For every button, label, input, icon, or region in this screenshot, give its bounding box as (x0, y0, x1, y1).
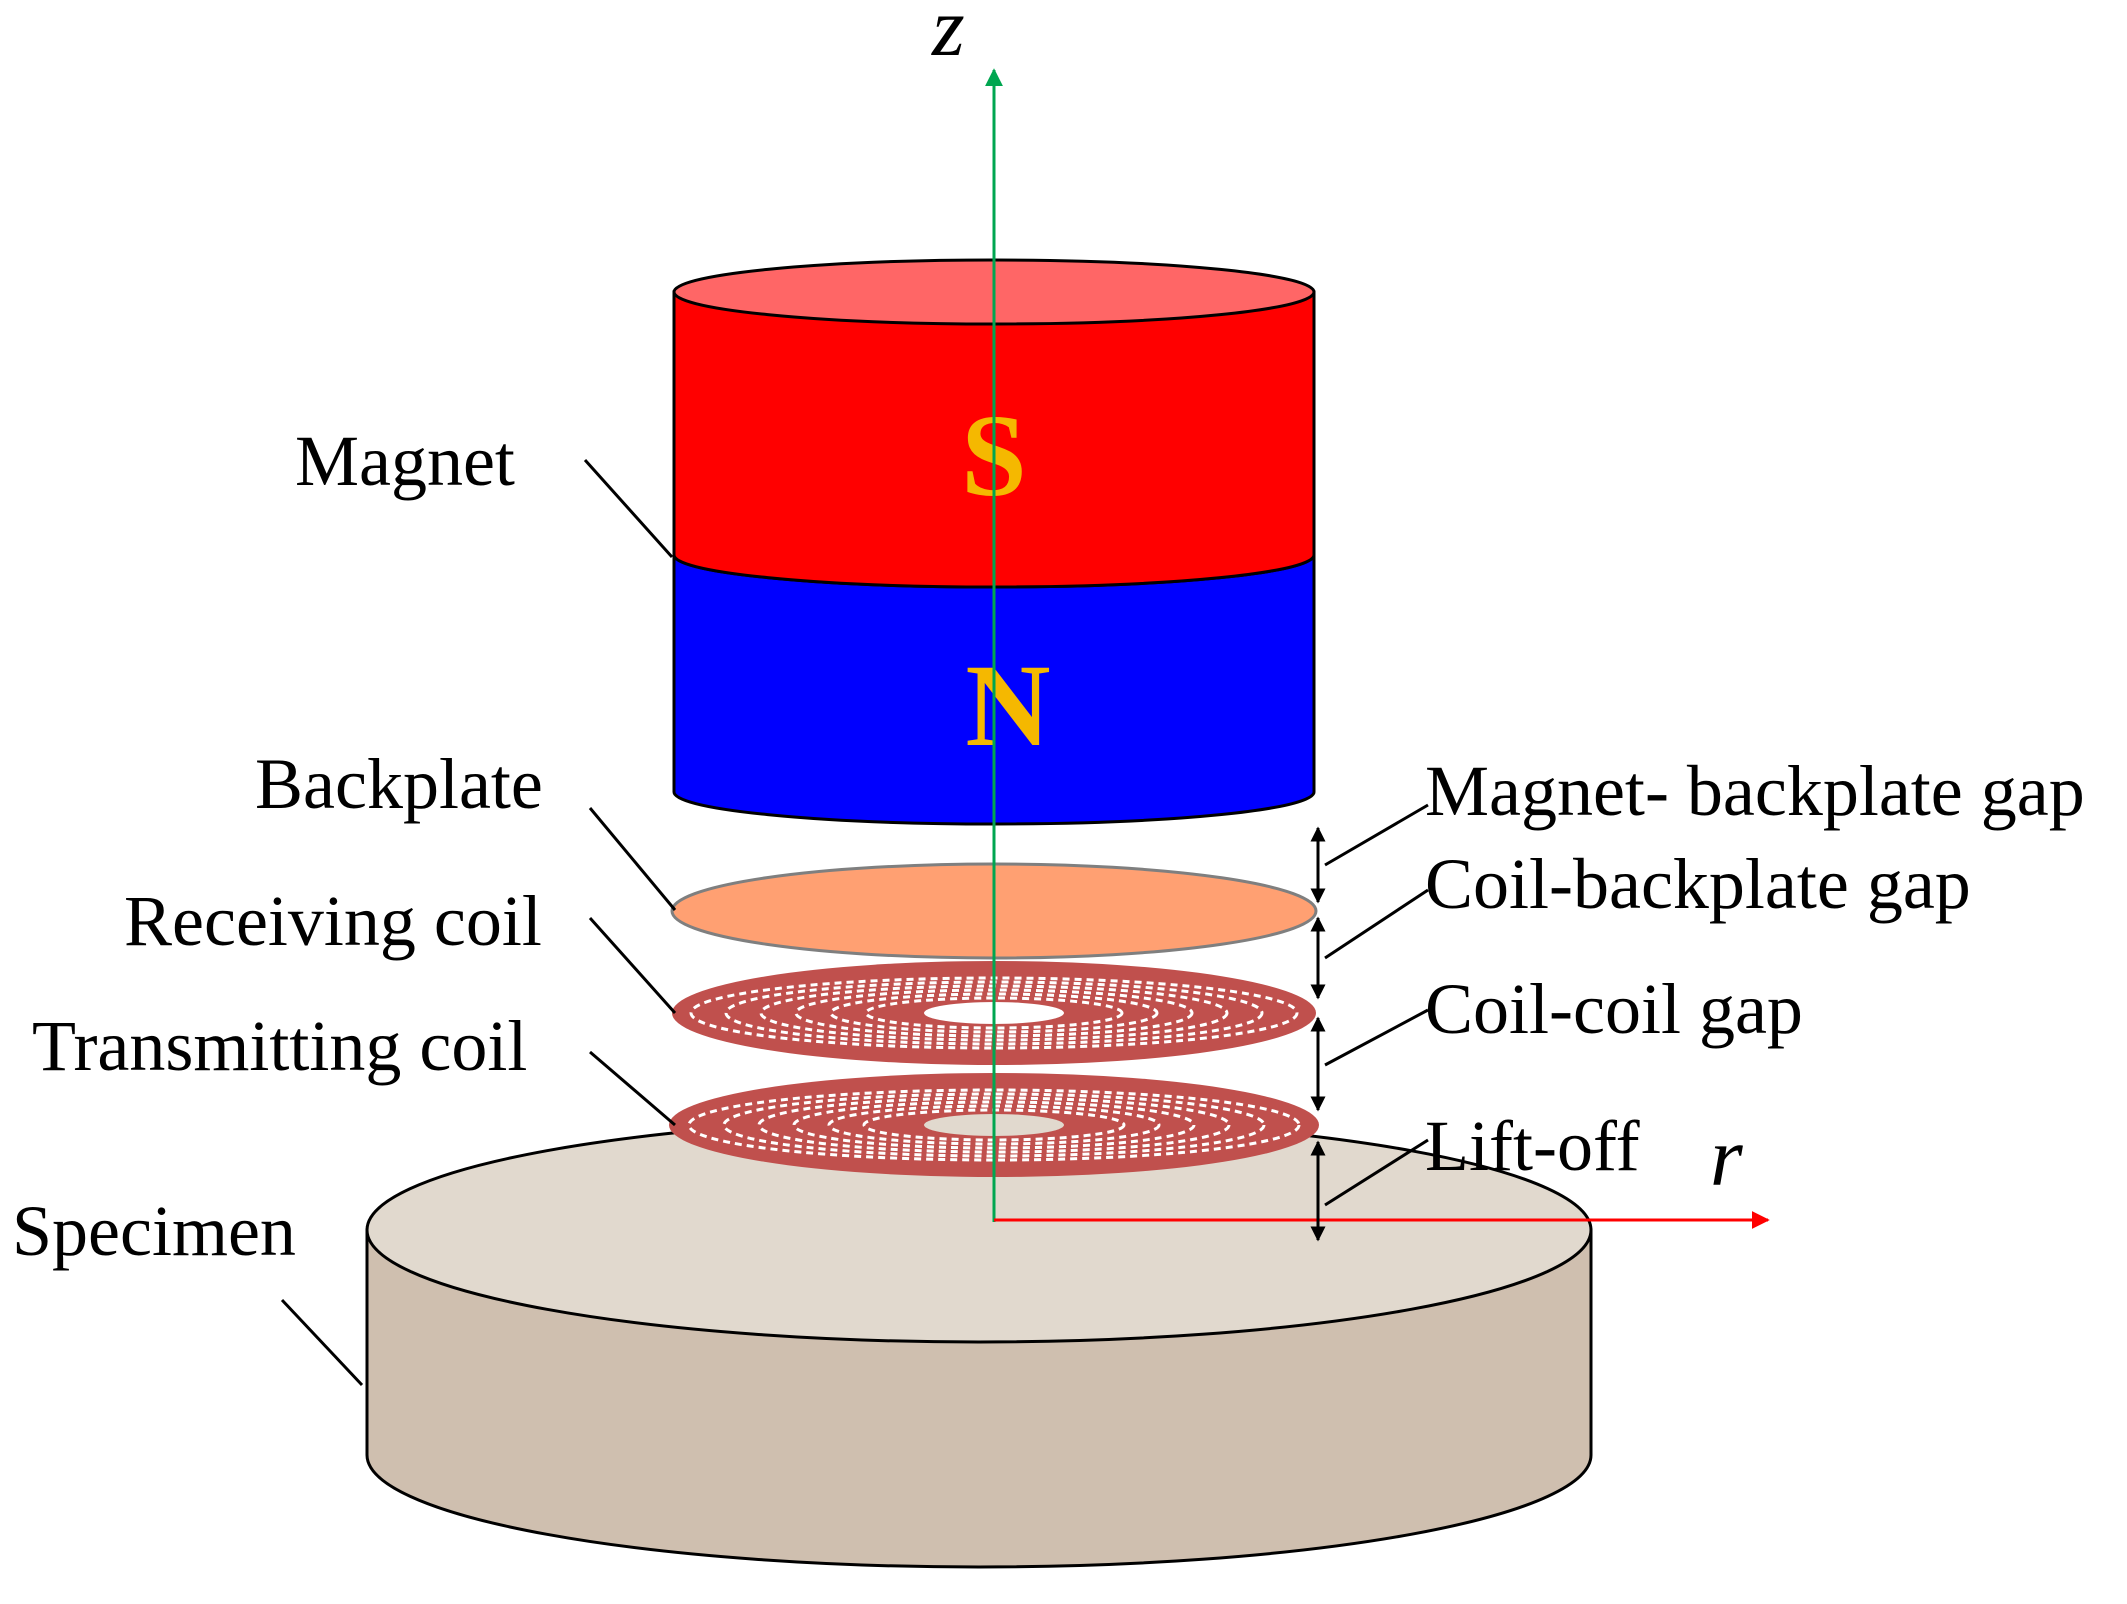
magnet-leader (583, 458, 674, 559)
magnet-backplate-gap-leader (1324, 803, 1429, 867)
specimen (365, 1116, 1593, 1569)
receiving-coil-label: Receiving coil (124, 881, 542, 961)
receiving-coil-leader (588, 916, 677, 1015)
coil-coil-gap-leader (1324, 1008, 1429, 1067)
backplate-label: Backplate (255, 744, 543, 824)
magnet-label: Magnet (295, 421, 515, 501)
magnet-backplate-gap-label: Magnet- backplate gap (1425, 751, 2085, 831)
north-pole-label: N (965, 640, 1050, 771)
transmitting-coil-label: Transmitting coil (32, 1006, 527, 1086)
leader-lines (280, 458, 1429, 1387)
lift-off-label: Lift-off (1425, 1106, 1640, 1186)
specimen-label: Specimen (12, 1191, 296, 1271)
transmitting-coil-leader (589, 1050, 676, 1127)
z-axis-label: z (931, 0, 965, 74)
lift-off-leader (1324, 1138, 1429, 1207)
coil-backplate-gap-label: Coil-backplate gap (1425, 844, 1971, 924)
coil-coil-gap-label: Coil-coil gap (1425, 969, 1803, 1049)
coil-backplate-gap-leader (1324, 888, 1429, 960)
backplate-leader (588, 807, 677, 911)
r-axis-label: r (1710, 1111, 1743, 1204)
specimen-leader (280, 1298, 364, 1387)
